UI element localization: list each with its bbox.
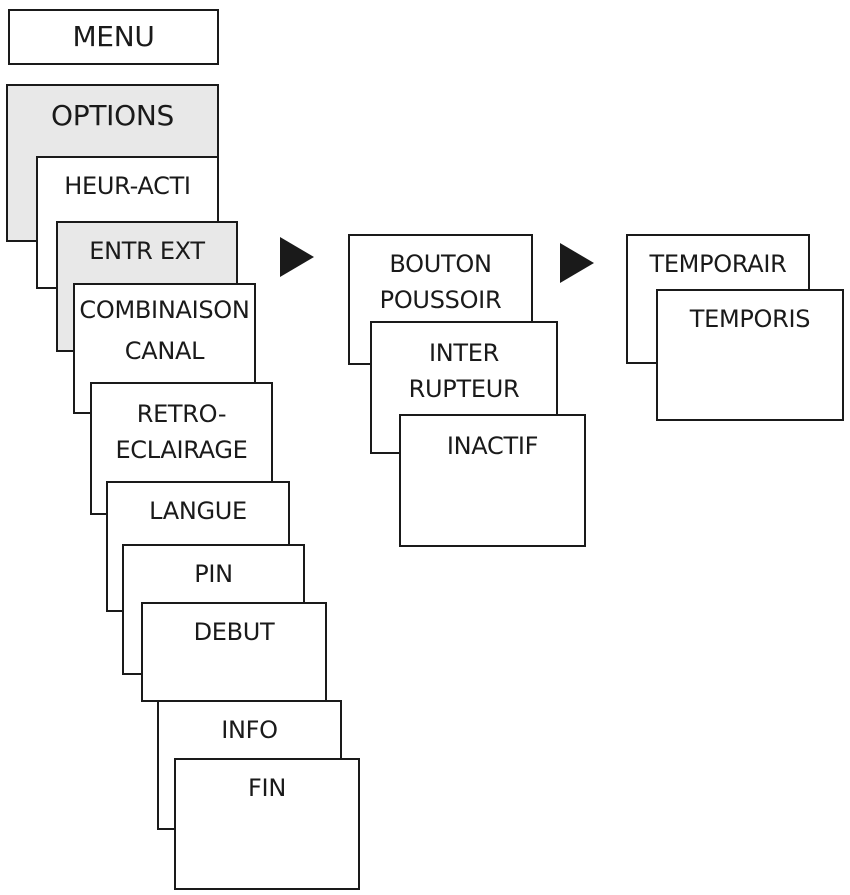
inter-label: INTER bbox=[428, 339, 500, 367]
canal-label: CANAL bbox=[124, 337, 205, 365]
debut-box[interactable]: DEBUT bbox=[141, 602, 327, 702]
menu-box[interactable]: MENU bbox=[8, 9, 219, 65]
pin-label: PIN bbox=[194, 560, 233, 588]
triangle-right-icon bbox=[560, 243, 594, 283]
triangle-right-icon bbox=[280, 237, 314, 277]
fin-box[interactable]: FIN bbox=[174, 758, 360, 890]
temporair-label: TEMPORAIR bbox=[649, 250, 787, 278]
temporis-label: TEMPORIS bbox=[689, 305, 811, 333]
poussoir-label: POUSSOIR bbox=[379, 286, 502, 314]
combinaison-label: COMBINAISON bbox=[79, 296, 250, 324]
bouton-label: BOUTON bbox=[389, 250, 492, 278]
fin-label: FIN bbox=[248, 774, 286, 802]
retro-label: RETRO- bbox=[136, 400, 227, 428]
options-label: OPTIONS bbox=[51, 99, 174, 132]
menu-label: MENU bbox=[72, 20, 155, 53]
langue-label: LANGUE bbox=[149, 497, 247, 525]
rupteur-label: RUPTEUR bbox=[408, 375, 520, 403]
info-label: INFO bbox=[221, 716, 278, 744]
heur-acti-label: HEUR-ACTI bbox=[64, 172, 191, 200]
inactif-label: INACTIF bbox=[446, 432, 539, 460]
debut-label: DEBUT bbox=[193, 618, 275, 646]
inactif-box[interactable]: INACTIF bbox=[399, 414, 586, 547]
eclairage-label: ECLAIRAGE bbox=[115, 436, 248, 464]
entr-ext-label: ENTR EXT bbox=[89, 237, 205, 265]
temporis-box[interactable]: TEMPORIS bbox=[656, 289, 844, 421]
